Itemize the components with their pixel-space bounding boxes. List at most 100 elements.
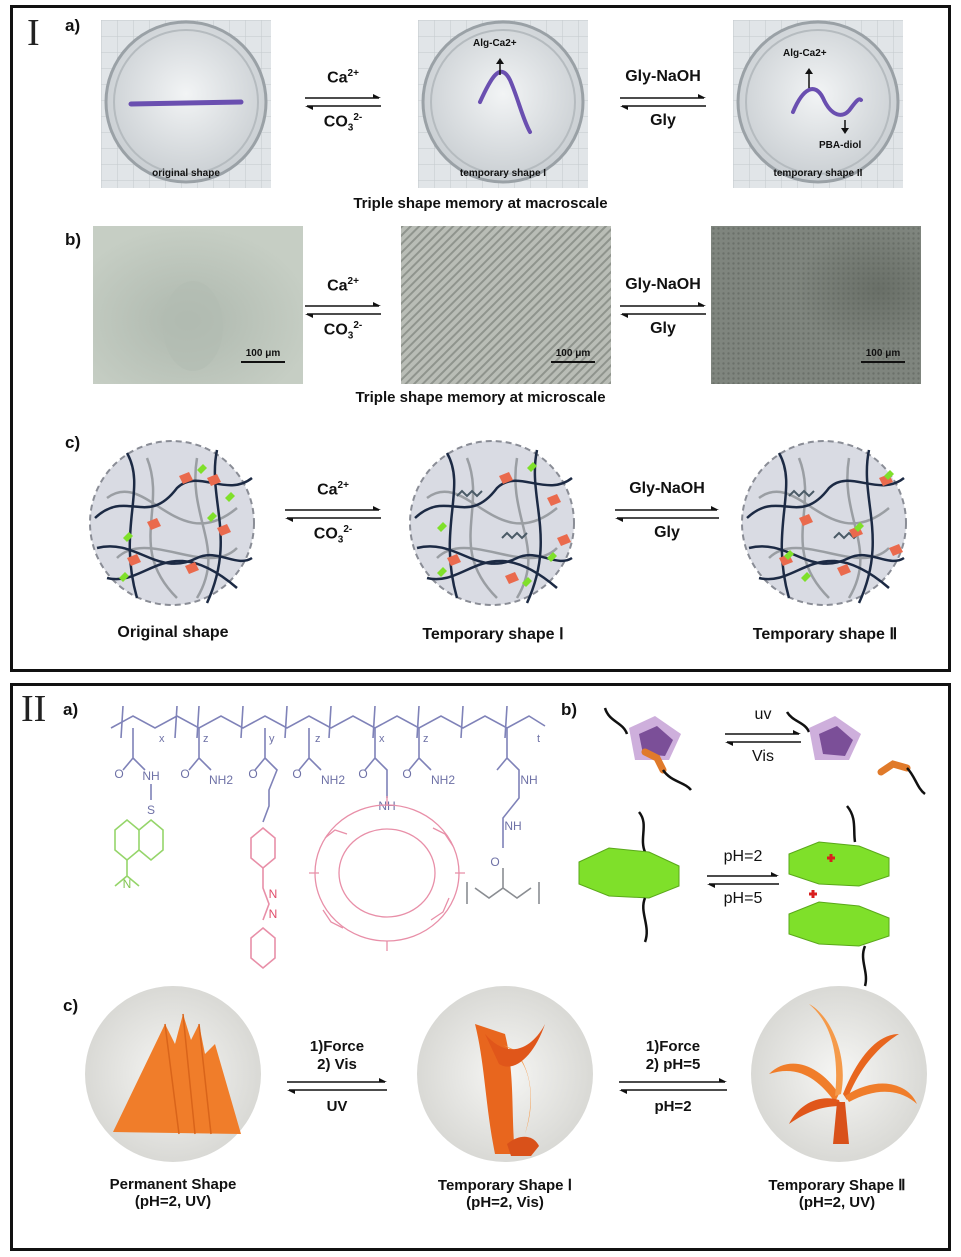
polymer-chemical-structure: O NH O NH2 O O NH2 O NH O NH2 NH NH O x …: [110, 705, 546, 970]
caption-temporary-shape-i: Temporary Shape Ⅰ(pH=2, Vis): [437, 1177, 573, 1211]
arrow-ph2-ph5: pH=2 pH=5: [705, 846, 781, 916]
caption-microscale: Triple shape memory at microscale: [355, 389, 606, 406]
micrograph-temporary-2: 100 μm: [711, 226, 921, 384]
subpanel-a-label: a): [65, 16, 81, 35]
subpanel-2b-label: b): [561, 700, 578, 719]
arrow-ph5-label: pH=5: [723, 890, 763, 907]
petri-dish-temporary-2: [733, 20, 903, 188]
arrow-a1-top-label: Ca2+: [327, 68, 359, 87]
arrow-a2-bottom-label: Gly: [650, 112, 676, 129]
arrow-vis-label: Vis: [752, 748, 774, 765]
cd-azo-switch-diagram: [603, 707, 926, 795]
scale-bar-2: 100 μm: [551, 348, 595, 363]
chem-o-4: O: [292, 767, 301, 781]
chem-sulfur: S: [147, 803, 155, 817]
chem-o-7: O: [490, 855, 499, 869]
annotation-alg-ca-1: Alg-Ca2+: [473, 38, 517, 49]
chem-nh-4: NH: [504, 819, 521, 833]
subpanel-b-label: b): [65, 230, 82, 249]
chem-nitrogen-azo-2: N: [269, 907, 278, 921]
chem-subscript-5: x: [379, 733, 385, 745]
panel-two: II a) O NH O NH2 O O NH2 O NH O NH2 NH: [10, 683, 951, 1251]
network-original: [89, 440, 255, 606]
scale-bar-3: 100 μm: [861, 348, 905, 363]
photo-label-temporary-1: temporary shape I: [459, 168, 547, 179]
panel-two-numeral: II: [21, 688, 47, 730]
arrow-b-ca-co3: Ca2+ CO32-: [303, 276, 383, 346]
arrow-c1-bottom-label: CO32-: [313, 524, 353, 546]
naphthalene-ph-switch-diagram: [578, 805, 890, 987]
photo-temporary-shape-2: Alg-Ca2+ PBA-diol temporary shape II: [733, 20, 903, 188]
micrograph-temporary-1: 100 μm: [401, 226, 611, 384]
photo-temporary-shape-1: Alg-Ca2+ temporary shape I: [418, 20, 588, 188]
arrow-force-2-label: 1)Force: [645, 1038, 701, 1055]
photo-label-original: original shape: [152, 168, 220, 179]
caption-permanent-shape: Permanent Shape(pH=2, UV): [109, 1176, 237, 1210]
arrow-b2-bottom-label: Gly: [650, 320, 676, 337]
arrow-c-ca-co3: Ca2+ CO32-: [283, 480, 383, 550]
subpanel-c-label: c): [65, 433, 81, 452]
micrograph-original: 100 μm: [93, 226, 303, 384]
chem-nh-3: NH: [520, 773, 537, 787]
chem-nh2-2: NH2: [321, 773, 345, 787]
chem-o-3: O: [248, 767, 257, 781]
chem-subscript-2: z: [203, 733, 209, 745]
arrow-c2-top-label: Gly-NaOH: [629, 480, 705, 497]
chem-o-2: O: [180, 767, 189, 781]
photo-label-temporary-2: temporary shape II: [773, 168, 863, 179]
caption-macroscale: Triple shape memory at macroscale: [353, 195, 608, 212]
chem-subscript-6: z: [423, 733, 429, 745]
photo-original-shape: original shape: [101, 20, 271, 188]
arrow-a-gly-naoh: Gly-NaOH Gly: [618, 68, 708, 138]
caption-original-shape: Original shape: [117, 624, 229, 641]
chem-o-1: O: [114, 767, 123, 781]
arrow-force-vis-uv: 1)Force 2) Vis UV: [285, 1038, 389, 1124]
arrow-ph2-label: pH=2: [723, 848, 763, 865]
arrow-vis-step-label: 2) Vis: [317, 1056, 357, 1073]
arrow-uv-label: uv: [754, 706, 772, 723]
annotation-alg-ca-2: Alg-Ca2+: [783, 48, 827, 59]
photo-temporary-shape-ii: [751, 986, 927, 1162]
chem-nitrogen-dansyl: N: [123, 877, 132, 891]
arrow-a2-top-label: Gly-NaOH: [625, 68, 701, 85]
arrow-ph5-step-label: 2) pH=5: [645, 1056, 701, 1073]
chem-nh-1: NH: [142, 769, 159, 783]
chem-subscript-1: x: [159, 733, 165, 745]
chem-subscript-7: t: [537, 733, 540, 745]
petri-dish-original: [101, 20, 271, 188]
arrow-b2-top-label: Gly-NaOH: [625, 276, 701, 293]
caption-temporary-shape-2: Temporary shape Ⅱ: [752, 626, 898, 643]
subpanel-2c-label: c): [63, 996, 79, 1015]
chem-o-5: O: [358, 767, 367, 781]
arrow-b1-top-label: Ca2+: [327, 276, 359, 295]
arrow-uv-vis: uv Vis: [723, 704, 803, 774]
chem-subscript-3: y: [269, 733, 275, 745]
arrow-b-gly-naoh: Gly-NaOH Gly: [618, 276, 708, 346]
scale-bar-1: 100 μm: [241, 348, 285, 363]
arrow-force-1-label: 1)Force: [309, 1038, 365, 1055]
panel-one-numeral: I: [27, 12, 40, 54]
petri-dish-temporary-1: [418, 20, 588, 188]
caption-temporary-shape-ii: Temporary Shape Ⅱ(pH=2, UV): [768, 1177, 906, 1211]
chem-nitrogen-azo-1: N: [269, 887, 278, 901]
chem-nh2-3: NH2: [431, 773, 455, 787]
arrow-force-ph5-ph2: 1)Force 2) pH=5 pH=2: [617, 1038, 729, 1124]
arrow-a1-bottom-label: CO32-: [323, 112, 363, 134]
subpanel-2a-label: a): [63, 700, 79, 719]
arrow-b1-bottom-label: CO32-: [323, 320, 363, 342]
photo-permanent-shape: [85, 986, 261, 1162]
annotation-pba-diol: PBA-diol: [819, 140, 862, 151]
chem-subscript-4: z: [315, 733, 321, 745]
chem-o-6: O: [402, 767, 411, 781]
panel-one: I a) original shape Alg-Ca2+ temporary s…: [10, 5, 951, 672]
arrow-c-gly-naoh: Gly-NaOH Gly: [613, 480, 721, 550]
chem-nh2-1: NH2: [209, 773, 233, 787]
arrow-c2-bottom-label: Gly: [654, 524, 680, 541]
photo-temporary-shape-i: [417, 986, 593, 1162]
arrow-uv-return-label: UV: [326, 1098, 348, 1115]
arrow-ph2-return-label: pH=2: [654, 1098, 692, 1115]
network-temporary-2: [741, 440, 907, 606]
caption-temporary-shape-1: Temporary shape Ⅰ: [422, 626, 564, 643]
arrow-a-ca-co3: Ca2+ CO32-: [303, 68, 383, 138]
network-temporary-1: [409, 440, 575, 606]
